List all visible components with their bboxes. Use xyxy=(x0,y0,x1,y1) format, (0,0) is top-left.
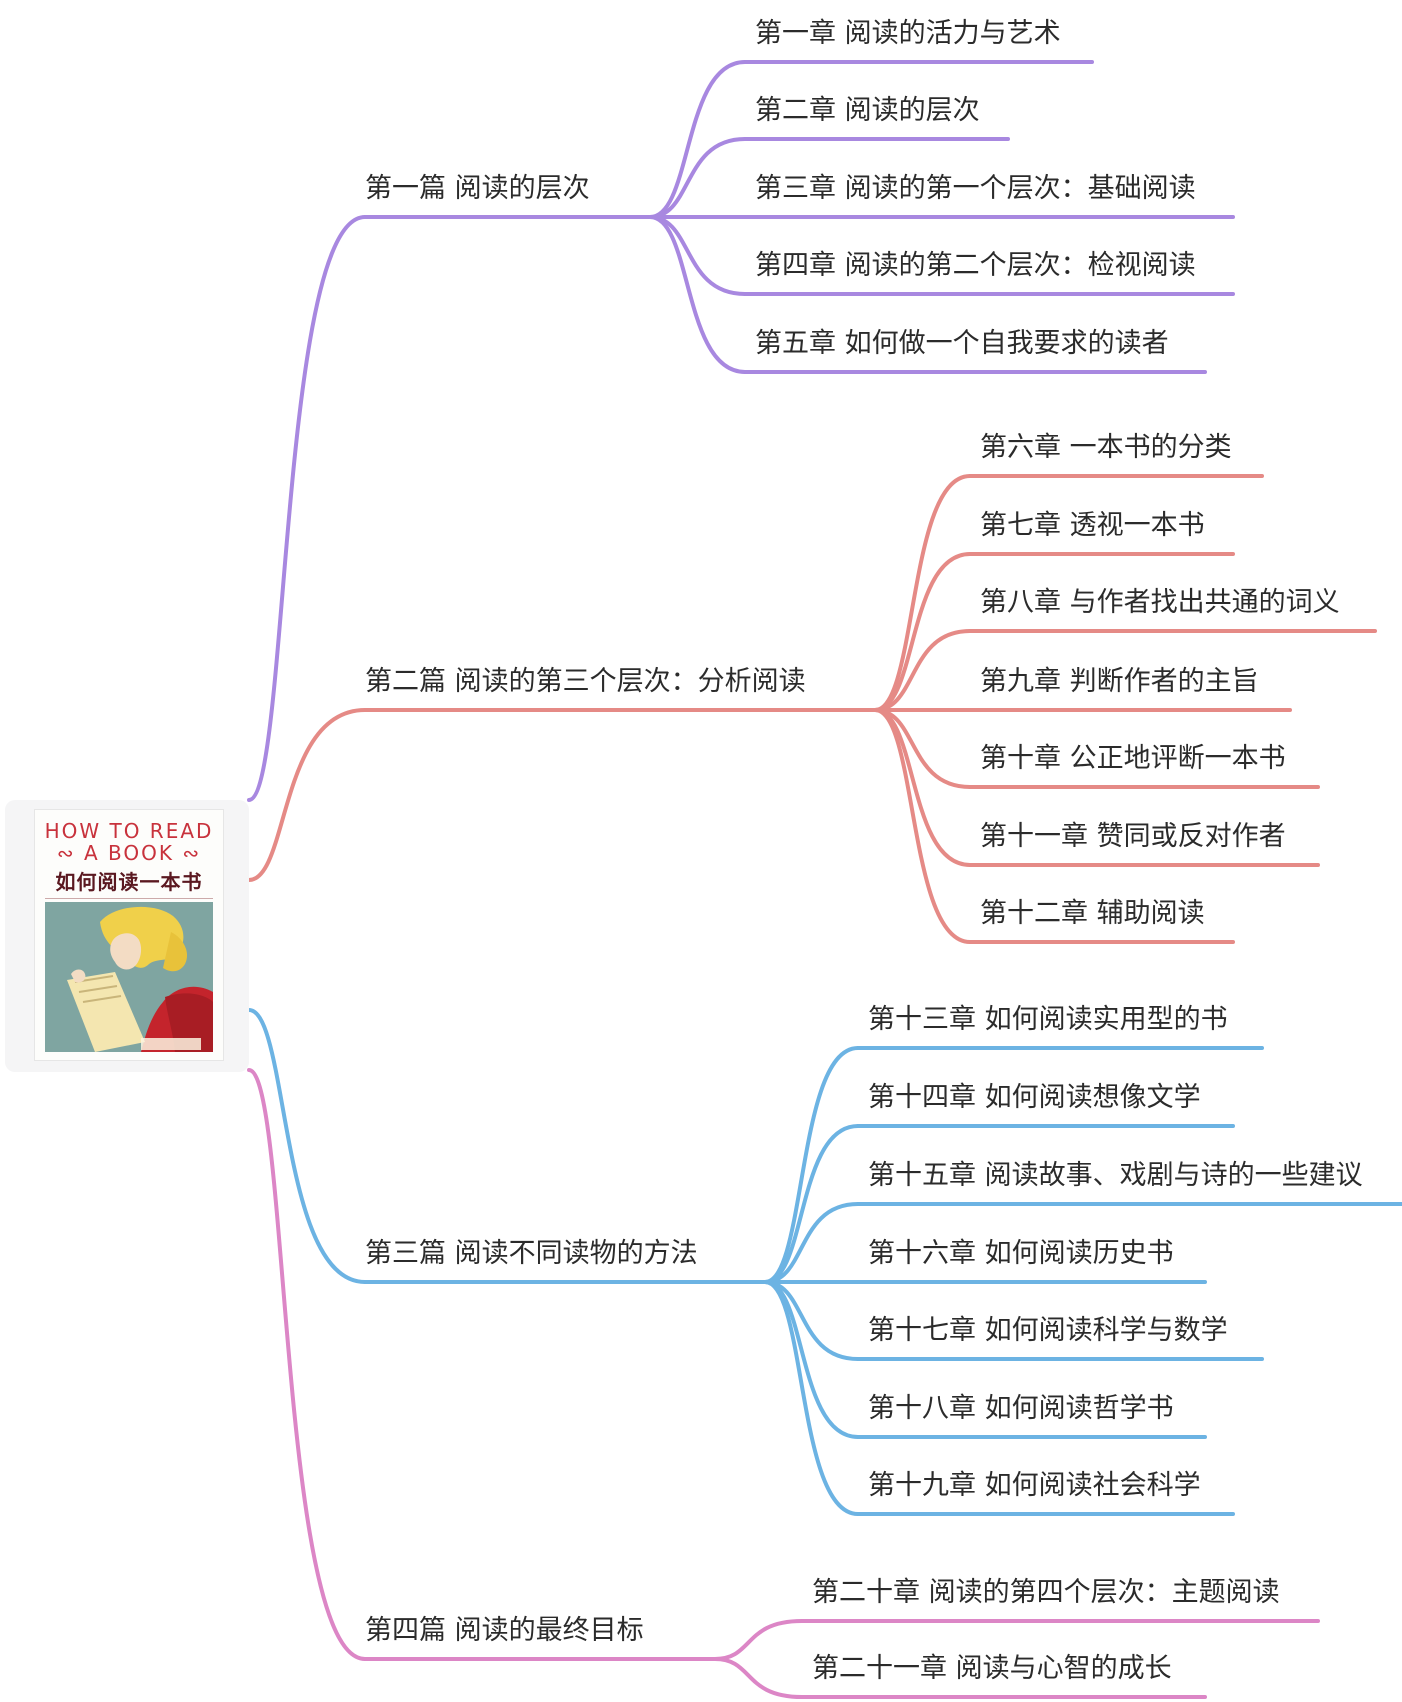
chapter-node-4[interactable]: 第四章 阅读的第二个层次：检视阅读 xyxy=(755,250,1196,281)
branch-part-1 xyxy=(247,215,367,802)
chapter-node-15[interactable]: 第十五章 阅读故事、戏剧与诗的一些建议 xyxy=(868,1160,1363,1191)
root-node[interactable]: HOW TO READ ∾ A BOOK ∾ 如何阅读一本书 xyxy=(5,800,249,1072)
part-node-1[interactable]: 第一篇 阅读的层次 xyxy=(365,173,590,204)
chapter-node-3[interactable]: 第三章 阅读的第一个层次：基础阅读 xyxy=(755,173,1196,204)
branch-chapter-4-1 xyxy=(713,1619,804,1661)
branch-chapter-3-7 xyxy=(763,1280,860,1516)
branch-chapter-3-5 xyxy=(763,1280,860,1361)
branch-chapter-2-1 xyxy=(873,474,972,712)
branch-chapter-3-2 xyxy=(763,1124,860,1284)
cover-title-en: HOW TO READ ∾ A BOOK ∾ xyxy=(35,820,223,864)
part-node-2[interactable]: 第二篇 阅读的第三个层次：分析阅读 xyxy=(365,666,806,697)
chapter-node-12[interactable]: 第十二章 辅助阅读 xyxy=(980,898,1205,929)
book-cover-image: HOW TO READ ∾ A BOOK ∾ 如何阅读一本书 xyxy=(35,810,223,1060)
cover-title-en-line2: ∾ A BOOK ∾ xyxy=(56,841,202,865)
branch-chapter-1-5 xyxy=(648,215,747,374)
reading-woman-illustration-icon xyxy=(45,902,213,1052)
branch-chapter-2-5 xyxy=(873,708,972,789)
chapter-node-21[interactable]: 第二十一章 阅读与心智的成长 xyxy=(812,1653,1172,1684)
chapter-node-17[interactable]: 第十七章 如何阅读科学与数学 xyxy=(868,1315,1228,1346)
chapter-node-6[interactable]: 第六章 一本书的分类 xyxy=(980,432,1232,463)
chapter-node-5[interactable]: 第五章 如何做一个自我要求的读者 xyxy=(755,328,1169,359)
chapter-node-9[interactable]: 第九章 判断作者的主旨 xyxy=(980,666,1259,697)
cover-divider xyxy=(45,898,213,899)
branch-part-2 xyxy=(247,708,367,882)
chapter-node-16[interactable]: 第十六章 如何阅读历史书 xyxy=(868,1238,1174,1269)
branch-part-3 xyxy=(247,1008,367,1284)
branch-chapter-4-2 xyxy=(713,1657,804,1699)
part-node-3[interactable]: 第三篇 阅读不同读物的方法 xyxy=(365,1238,698,1269)
cover-title-zh: 如何阅读一本书 xyxy=(55,870,203,894)
chapter-node-14[interactable]: 第十四章 如何阅读想像文学 xyxy=(868,1082,1201,1113)
chapter-node-7[interactable]: 第七章 透视一本书 xyxy=(980,510,1205,541)
cover-title-en-line1: HOW TO READ xyxy=(44,819,214,843)
branch-chapter-1-2 xyxy=(648,137,747,219)
branch-chapter-3-1 xyxy=(763,1046,860,1284)
chapter-node-1[interactable]: 第一章 阅读的活力与艺术 xyxy=(755,18,1061,49)
branch-chapter-2-3 xyxy=(873,629,972,712)
chapter-node-13[interactable]: 第十三章 如何阅读实用型的书 xyxy=(868,1004,1228,1035)
part-node-4[interactable]: 第四篇 阅读的最终目标 xyxy=(365,1615,644,1646)
branch-part-4 xyxy=(247,1068,367,1661)
branch-chapter-2-7 xyxy=(873,708,972,944)
chapter-node-19[interactable]: 第十九章 如何阅读社会科学 xyxy=(868,1470,1201,1501)
chapter-node-2[interactable]: 第二章 阅读的层次 xyxy=(755,95,980,126)
chapter-node-10[interactable]: 第十章 公正地评断一本书 xyxy=(980,743,1286,774)
branch-chapter-1-4 xyxy=(648,215,747,296)
chapter-node-18[interactable]: 第十八章 如何阅读哲学书 xyxy=(868,1393,1174,1424)
branch-chapter-2-6 xyxy=(873,708,972,867)
chapter-node-11[interactable]: 第十一章 赞同或反对作者 xyxy=(980,821,1286,852)
branch-chapter-1-1 xyxy=(648,60,747,219)
branch-chapter-2-2 xyxy=(873,552,972,712)
chapter-node-8[interactable]: 第八章 与作者找出共通的词义 xyxy=(980,587,1340,618)
branch-chapter-3-3 xyxy=(763,1202,860,1284)
chapter-node-20[interactable]: 第二十章 阅读的第四个层次：主题阅读 xyxy=(812,1577,1280,1608)
